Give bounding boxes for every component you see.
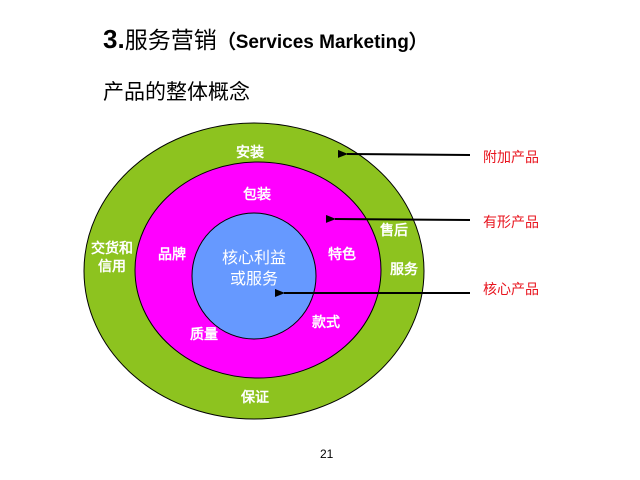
label-installation: 安装 xyxy=(236,145,264,161)
callout-augmented-product: 附加产品 xyxy=(483,150,539,166)
label-service: 服务 xyxy=(390,262,418,278)
arrow-actual xyxy=(325,214,471,223)
callout-core-product: 核心产品 xyxy=(483,282,539,298)
label-delivery-credit: 交货和 信用 xyxy=(88,240,136,276)
label-brand: 品牌 xyxy=(158,247,186,263)
title-chinese: 服务营销 xyxy=(124,28,217,54)
arrow-augmented xyxy=(337,149,471,158)
label-warranty: 保证 xyxy=(241,390,269,406)
title-number: 3. xyxy=(103,24,125,54)
label-after-sales: 售后 xyxy=(380,223,408,239)
label-quality: 质量 xyxy=(190,327,218,343)
title-english: （Services Marketing） xyxy=(216,32,428,53)
callout-actual-product: 有形产品 xyxy=(483,215,539,231)
label-style: 款式 xyxy=(312,315,340,331)
slide-title: 3.服务营销（Services Marketing） xyxy=(103,24,428,56)
label-core-benefit: 核心利益 或服务 xyxy=(214,247,294,289)
label-packaging: 包装 xyxy=(243,187,271,203)
label-core-line2: 或服务 xyxy=(229,269,278,288)
inner-core xyxy=(191,212,317,340)
label-delivery-credit-line2: 信用 xyxy=(98,259,126,275)
label-core-line1: 核心利益 xyxy=(221,248,286,267)
label-features: 特色 xyxy=(328,247,356,263)
label-delivery-credit-line1: 交货和 xyxy=(91,241,133,257)
page-number: 21 xyxy=(320,447,334,461)
slide-subtitle: 产品的整体概念 xyxy=(103,80,250,104)
